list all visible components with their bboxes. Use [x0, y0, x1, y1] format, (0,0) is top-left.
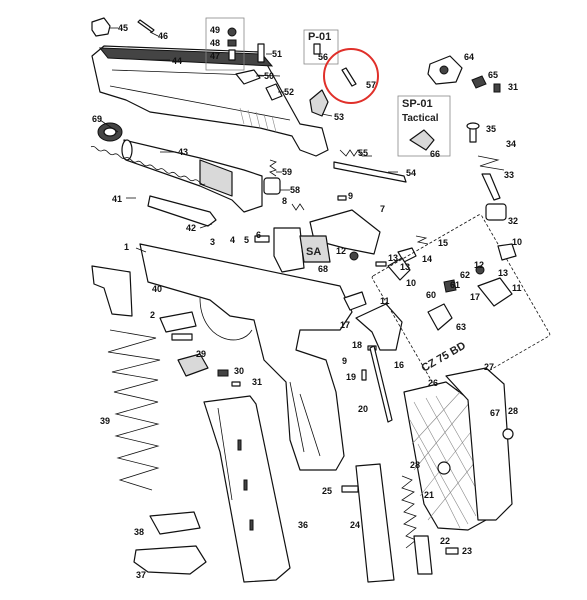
- callout-36: 36: [298, 520, 308, 530]
- callout-64: 64: [464, 52, 474, 62]
- callout-67: 67: [490, 408, 500, 418]
- callout-54: 54: [406, 168, 416, 178]
- callout-13-bd: 13: [498, 268, 508, 278]
- callout-59: 59: [282, 167, 292, 177]
- callout-leaders: [99, 27, 398, 253]
- callout-46: 46: [158, 31, 168, 41]
- callout-11-bd: 11: [512, 283, 522, 293]
- callout-22: 22: [440, 536, 450, 546]
- callout-56: 56: [318, 52, 328, 62]
- callout-37: 37: [136, 570, 146, 580]
- callout-48: 48: [210, 38, 220, 48]
- frame-assembly: [139, 195, 429, 471]
- callout-51: 51: [272, 49, 282, 59]
- callout-16: 16: [394, 360, 404, 370]
- callout-6: 6: [256, 230, 261, 240]
- lower-left-parts: [91, 265, 241, 575]
- callout-7: 7: [380, 204, 385, 214]
- callout-30: 30: [234, 366, 244, 376]
- decocker-parts: [427, 243, 517, 331]
- label-tactical: Tactical: [402, 113, 439, 124]
- callout-27: 27: [484, 362, 494, 372]
- callout-10-right: 10: [512, 237, 522, 247]
- callout-29: 29: [196, 349, 206, 359]
- slide-assembly: [90, 17, 329, 227]
- callout-60: 60: [426, 290, 436, 300]
- callout-18: 18: [352, 340, 362, 350]
- magazine: [203, 395, 291, 583]
- mainspring-parts: [341, 463, 459, 583]
- callout-62: 62: [460, 270, 470, 280]
- callout-28-left: 28: [410, 460, 420, 470]
- callout-53: 53: [334, 112, 344, 122]
- callout-12: 12: [336, 246, 346, 256]
- callout-11-mid: 11: [380, 296, 390, 306]
- callout-40: 40: [152, 284, 162, 294]
- callout-61: 61: [450, 280, 460, 290]
- callout-45: 45: [118, 23, 128, 33]
- callout-4: 4: [230, 235, 235, 245]
- callout-44: 44: [172, 56, 182, 66]
- callout-68: 68: [318, 264, 328, 274]
- callout-labels: 45 46 44 69 43 41 42 49 48 47 51 50 52 5…: [92, 23, 522, 580]
- callout-8: 8: [282, 196, 287, 206]
- callout-12-right: 12: [474, 260, 484, 270]
- callout-21: 21: [424, 490, 434, 500]
- callout-38: 38: [134, 527, 144, 537]
- callout-2: 2: [150, 310, 155, 320]
- callout-1: 1: [124, 242, 129, 252]
- callout-42: 42: [186, 223, 196, 233]
- callout-50: 50: [264, 71, 274, 81]
- callout-47: 47: [210, 51, 220, 61]
- small-parts-top: [205, 17, 339, 195]
- callout-25: 25: [322, 486, 332, 496]
- callout-43: 43: [178, 147, 188, 157]
- callout-9-top: 9: [348, 191, 353, 201]
- highlight-circle: [323, 48, 379, 104]
- callout-17: 17: [340, 320, 350, 330]
- callout-49: 49: [210, 25, 220, 35]
- callout-55: 55: [358, 148, 368, 158]
- callout-63: 63: [456, 322, 466, 332]
- callout-31-top: 31: [508, 82, 518, 92]
- callout-5: 5: [244, 235, 249, 245]
- callout-28-right: 28: [508, 406, 518, 416]
- callout-52: 52: [284, 87, 294, 97]
- callout-35: 35: [486, 124, 496, 134]
- callout-19: 19: [346, 372, 356, 382]
- callout-41: 41: [112, 194, 122, 204]
- label-sa: SA: [306, 246, 321, 258]
- callout-23: 23: [462, 546, 472, 556]
- callout-13-right: 13: [388, 253, 398, 263]
- firing-pin-assembly: [333, 149, 407, 183]
- label-cz75bd: CZ 75 BD: [420, 340, 468, 375]
- callout-3: 3: [210, 237, 215, 247]
- grip-panels: [403, 367, 514, 531]
- callout-13-lower: 13: [400, 262, 410, 272]
- callout-31-lower: 31: [252, 377, 262, 387]
- callout-34: 34: [506, 139, 516, 149]
- callout-39: 39: [100, 416, 110, 426]
- callout-32: 32: [508, 216, 518, 226]
- callout-58: 58: [290, 185, 300, 195]
- label-p01: P-01: [308, 31, 331, 43]
- callout-15: 15: [438, 238, 448, 248]
- callout-33: 33: [504, 170, 514, 180]
- callout-66: 66: [430, 149, 440, 159]
- callout-24: 24: [350, 520, 360, 530]
- callout-26: 26: [428, 378, 438, 388]
- callout-57: 57: [366, 80, 376, 90]
- callout-69: 69: [92, 114, 102, 124]
- label-sp01: SP-01: [402, 98, 433, 110]
- callout-17-bd: 17: [470, 292, 480, 302]
- callout-14: 14: [422, 254, 432, 264]
- callout-9-lower: 9: [342, 356, 347, 366]
- callout-65: 65: [488, 70, 498, 80]
- callout-10-mid: 10: [406, 278, 416, 288]
- callout-20: 20: [358, 404, 368, 414]
- tactical-parts: [397, 55, 507, 221]
